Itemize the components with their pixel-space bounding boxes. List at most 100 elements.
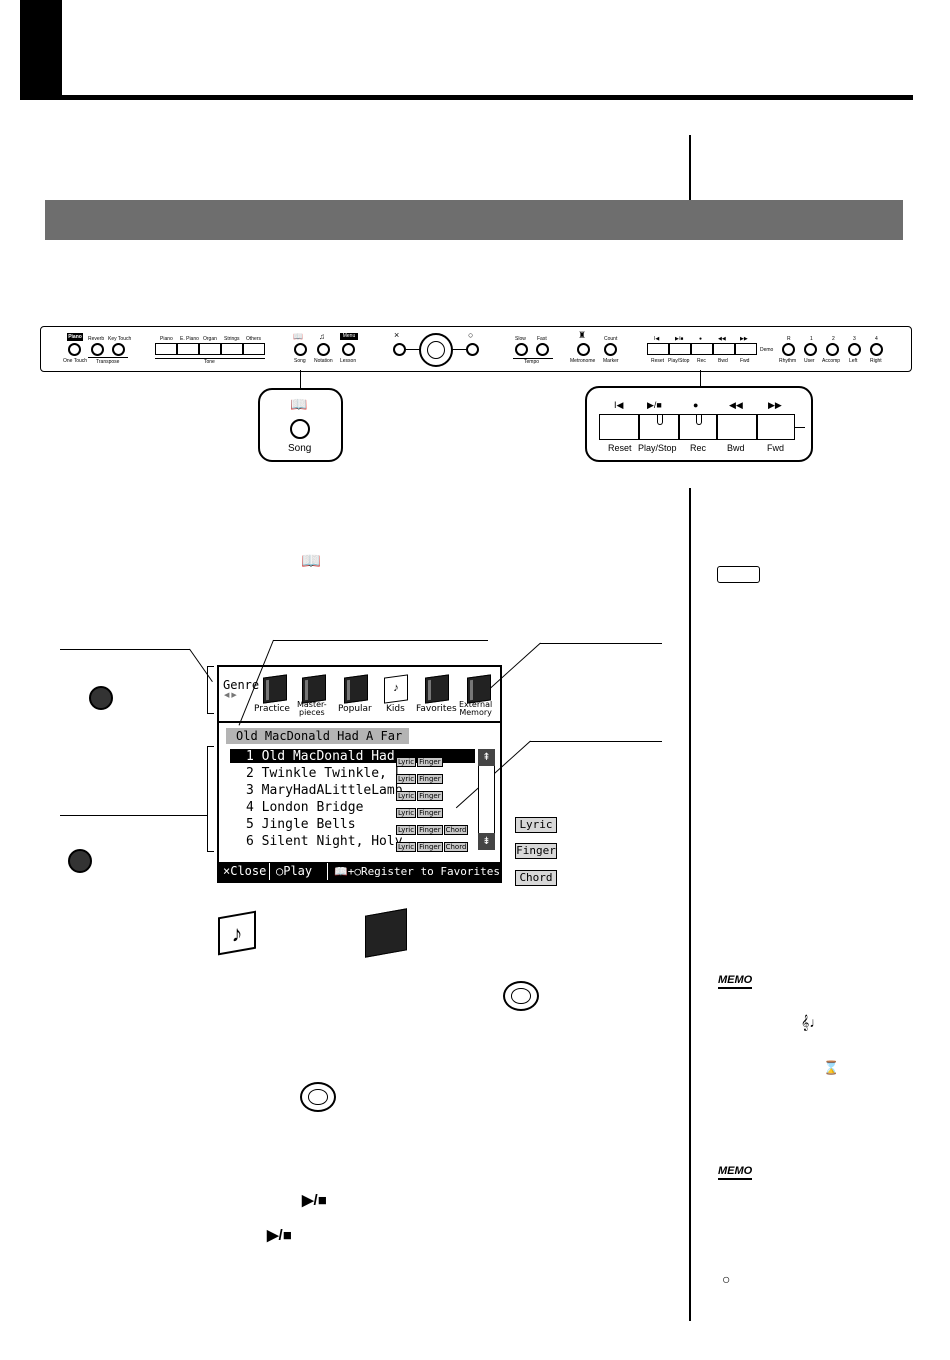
tone-button-piano[interactable] bbox=[155, 343, 177, 355]
track-left-label: Left bbox=[849, 358, 858, 364]
song-book-icon: 📖 bbox=[301, 553, 321, 570]
tone-button-others[interactable] bbox=[243, 343, 265, 355]
panel-fwd-label: Fwd bbox=[740, 358, 750, 364]
transport-callout-stem bbox=[700, 370, 701, 388]
transport-reset-button[interactable] bbox=[599, 414, 639, 440]
song-title: 4 London Bridge bbox=[246, 800, 364, 815]
tone-button-organ[interactable] bbox=[199, 343, 221, 355]
ok-circle-icon: ○ bbox=[722, 1271, 731, 1287]
track-accomp-button[interactable] bbox=[826, 343, 839, 356]
kids-book-icon[interactable]: ♪ bbox=[384, 674, 408, 704]
song-button[interactable] bbox=[294, 343, 307, 356]
transport-label-reset: Reset bbox=[608, 443, 632, 453]
favorites-book-icon[interactable] bbox=[425, 674, 449, 704]
panel-bwd-button[interactable] bbox=[713, 343, 735, 355]
category-external-memory: External Memory bbox=[459, 700, 493, 717]
song-title: 5 Jingle Bells bbox=[246, 817, 356, 832]
key-touch-knob[interactable] bbox=[112, 343, 125, 356]
finger-tag: Finger bbox=[417, 825, 443, 835]
tone-button-epiano[interactable] bbox=[177, 343, 199, 355]
notation-symbol-icon: 𝄞♩ bbox=[801, 1014, 824, 1030]
chapter-block bbox=[20, 0, 62, 98]
list-dpad-icon bbox=[68, 849, 92, 873]
transport-icon-fwd: ▶▶ bbox=[768, 400, 782, 410]
tone-bracket bbox=[155, 358, 265, 359]
register-favorites-button[interactable]: 📖+○Register to Favorites bbox=[334, 865, 499, 878]
transport-icon-play-stop: ▶/■ bbox=[647, 400, 662, 410]
tone-label-piano: Piano bbox=[160, 336, 173, 342]
demo-label: Demo bbox=[760, 347, 774, 353]
leader-title-h bbox=[273, 640, 488, 641]
notation-icon: ♫ bbox=[319, 332, 325, 341]
play-stop-icon-2: ▶/■ bbox=[267, 1227, 292, 1244]
genre-dpad-icon bbox=[89, 686, 113, 710]
tone-label: Tone bbox=[204, 359, 215, 365]
play-stop-icon-1: ▶/■ bbox=[302, 1192, 327, 1209]
panel-fwd-button[interactable] bbox=[735, 343, 757, 355]
metronome-button[interactable] bbox=[577, 343, 590, 356]
transport-bwd-button[interactable] bbox=[717, 414, 757, 440]
panel-play-stop-label: Play/Stop bbox=[668, 358, 690, 364]
finger-tag: Finger bbox=[417, 757, 443, 767]
track-rhythm-button[interactable] bbox=[782, 343, 795, 356]
practice-book-icon[interactable] bbox=[263, 674, 287, 704]
slow-label: Slow bbox=[515, 336, 526, 342]
transport-icon-bwd: ◀◀ bbox=[729, 400, 743, 410]
panel-play-stop-button[interactable] bbox=[669, 343, 691, 355]
panel-play-icon: ▶/■ bbox=[675, 336, 684, 342]
song-callout-icon: 📖 bbox=[290, 396, 308, 412]
category-favorites: Favorites bbox=[416, 704, 457, 714]
popular-book-icon[interactable] bbox=[344, 674, 368, 704]
menu-badge: Menu bbox=[340, 333, 358, 340]
scroll-up-icon[interactable]: ⇞ bbox=[478, 749, 495, 766]
panel-reset-button[interactable] bbox=[647, 343, 669, 355]
marker-button[interactable] bbox=[604, 343, 617, 356]
reverb-knob[interactable] bbox=[91, 343, 104, 356]
transport-fwd-button[interactable] bbox=[757, 414, 795, 440]
chord-tag: Chord bbox=[443, 825, 469, 835]
cancel-button[interactable] bbox=[393, 343, 406, 356]
song-callout-button[interactable] bbox=[290, 419, 310, 439]
panel-bwd-icon: ◀◀ bbox=[718, 336, 726, 342]
category-kids: Kids bbox=[386, 704, 405, 714]
one-touch-label: One Touch bbox=[63, 358, 88, 364]
transport-label-bwd: Bwd bbox=[727, 443, 745, 453]
track-rhythm-label: Rhythm bbox=[779, 358, 797, 364]
genre-arrows[interactable]: ◀ ▶ bbox=[224, 692, 237, 699]
cursor-pad[interactable] bbox=[419, 333, 453, 367]
leader-external-h bbox=[540, 643, 662, 644]
finger-tag: Finger bbox=[417, 791, 443, 801]
notation-button[interactable] bbox=[317, 343, 330, 356]
scroll-down-icon[interactable]: ⇟ bbox=[478, 833, 495, 850]
list-bracket bbox=[207, 746, 214, 852]
track-num-4: 4 bbox=[875, 336, 878, 342]
play-button[interactable]: ○Play bbox=[272, 863, 328, 880]
panel-rec-button[interactable] bbox=[691, 343, 713, 355]
fast-button[interactable] bbox=[536, 343, 549, 356]
transport-play-stop-button[interactable] bbox=[639, 414, 679, 440]
track-user-button[interactable] bbox=[804, 343, 817, 356]
track-left-button[interactable] bbox=[848, 343, 861, 356]
leader-tags-h bbox=[530, 741, 662, 742]
close-button[interactable]: ×Close bbox=[220, 863, 270, 880]
screen-divider bbox=[219, 721, 500, 723]
finger-tag: Finger bbox=[417, 808, 443, 818]
track-right-button[interactable] bbox=[870, 343, 883, 356]
leader-genre-h bbox=[60, 649, 190, 650]
pad-line-left bbox=[406, 349, 420, 350]
ok-button[interactable] bbox=[466, 343, 479, 356]
lyric-tag: Lyric bbox=[396, 842, 417, 852]
tone-button-strings[interactable] bbox=[221, 343, 243, 355]
column-divider-top bbox=[689, 135, 691, 200]
slow-button[interactable] bbox=[515, 343, 528, 356]
one-touch-knob[interactable] bbox=[68, 343, 81, 356]
category-practice: Practice bbox=[254, 704, 290, 714]
transport-icon-reset: I◀ bbox=[614, 400, 624, 410]
lesson-button[interactable] bbox=[342, 343, 355, 356]
